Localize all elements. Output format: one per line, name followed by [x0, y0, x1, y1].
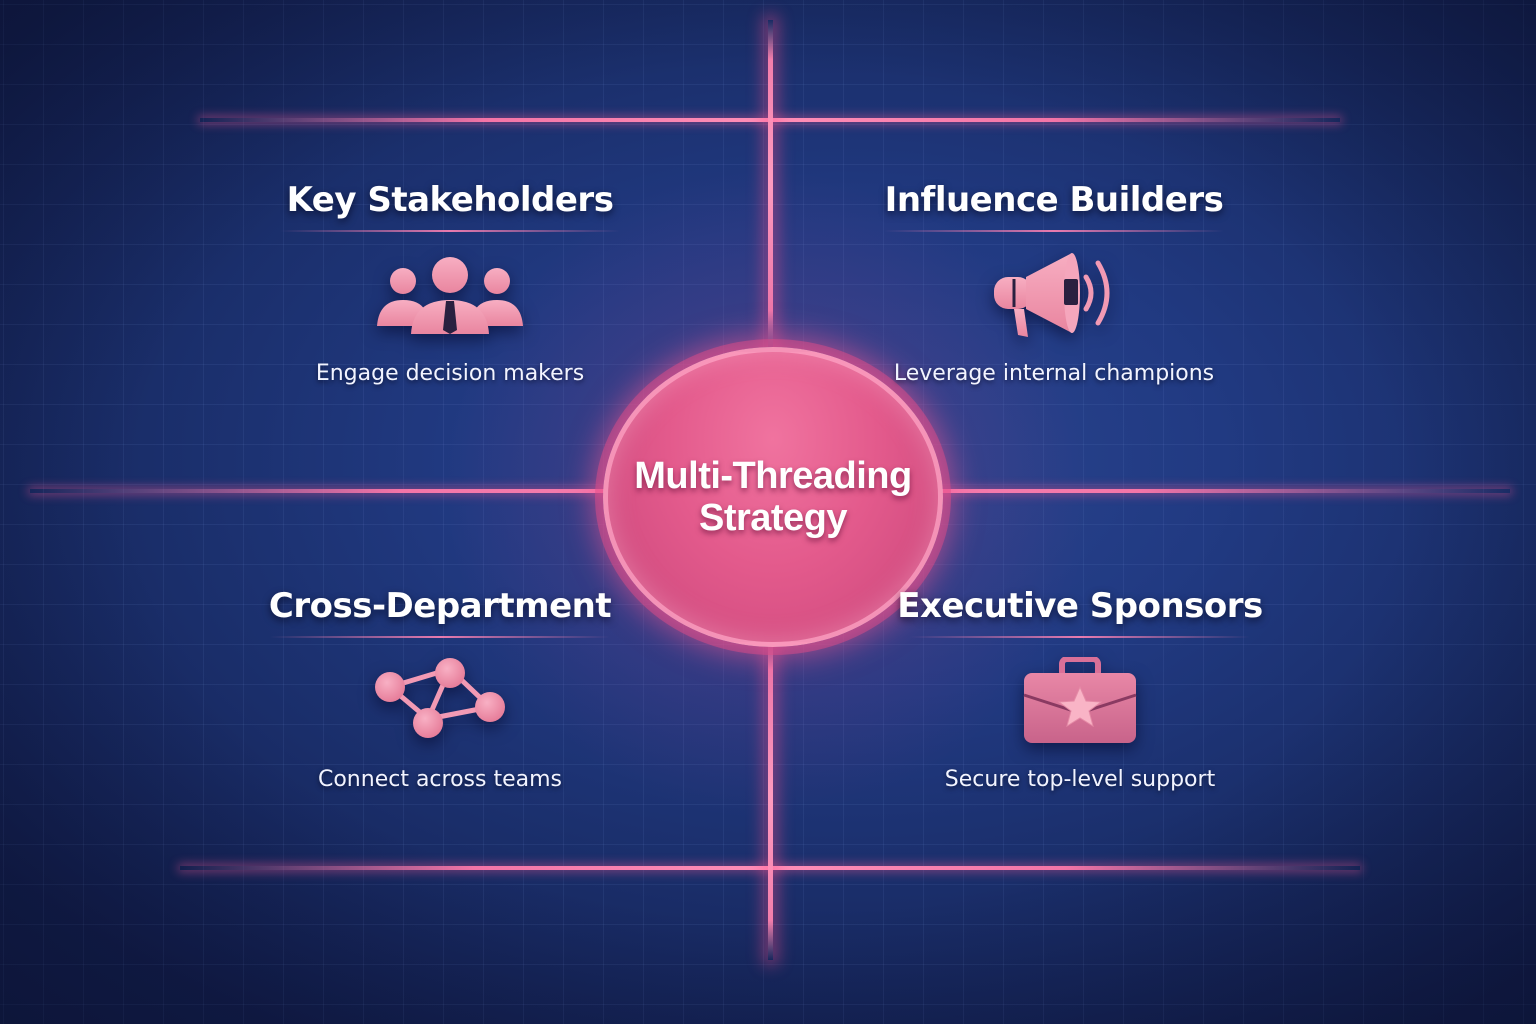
title-underline — [280, 230, 620, 232]
quadrant-key-stakeholders: Key Stakeholders Engage decision makers — [240, 180, 660, 388]
center-title-line1: Multi-Threading — [634, 455, 912, 497]
quadrant-title: Cross-Department — [268, 586, 612, 626]
quadrant-title: Executive Sponsors — [897, 586, 1263, 626]
grid-line-vertical-bottom — [768, 630, 773, 960]
quadrant-executive-sponsors: Executive Sponsors Secure top-level supp… — [870, 586, 1290, 794]
quadrant-description: Engage decision makers — [315, 361, 585, 386]
grid-line-vertical-top — [768, 20, 773, 350]
quadrant-description: Leverage internal champions — [893, 361, 1215, 386]
quadrant-description: Secure top-level support — [944, 767, 1216, 792]
quadrant-description: Connect across teams — [317, 767, 562, 792]
network-nodes-icon — [360, 652, 520, 752]
briefcase-star-icon — [1000, 652, 1160, 752]
title-underline — [270, 636, 610, 638]
quadrant-influence-builders: Influence Builders Leverage internal cha… — [844, 180, 1264, 388]
megaphone-icon — [974, 246, 1134, 346]
center-hub: Multi-Threading Strategy — [603, 347, 943, 647]
quadrant-cross-department: Cross-Department Connect across teams — [230, 586, 650, 794]
quadrant-title: Influence Builders — [884, 180, 1224, 220]
quadrant-title: Key Stakeholders — [286, 180, 614, 220]
center-title-line2: Strategy — [698, 497, 848, 539]
people-group-icon — [370, 246, 530, 346]
title-underline — [884, 230, 1224, 232]
title-underline — [910, 636, 1250, 638]
